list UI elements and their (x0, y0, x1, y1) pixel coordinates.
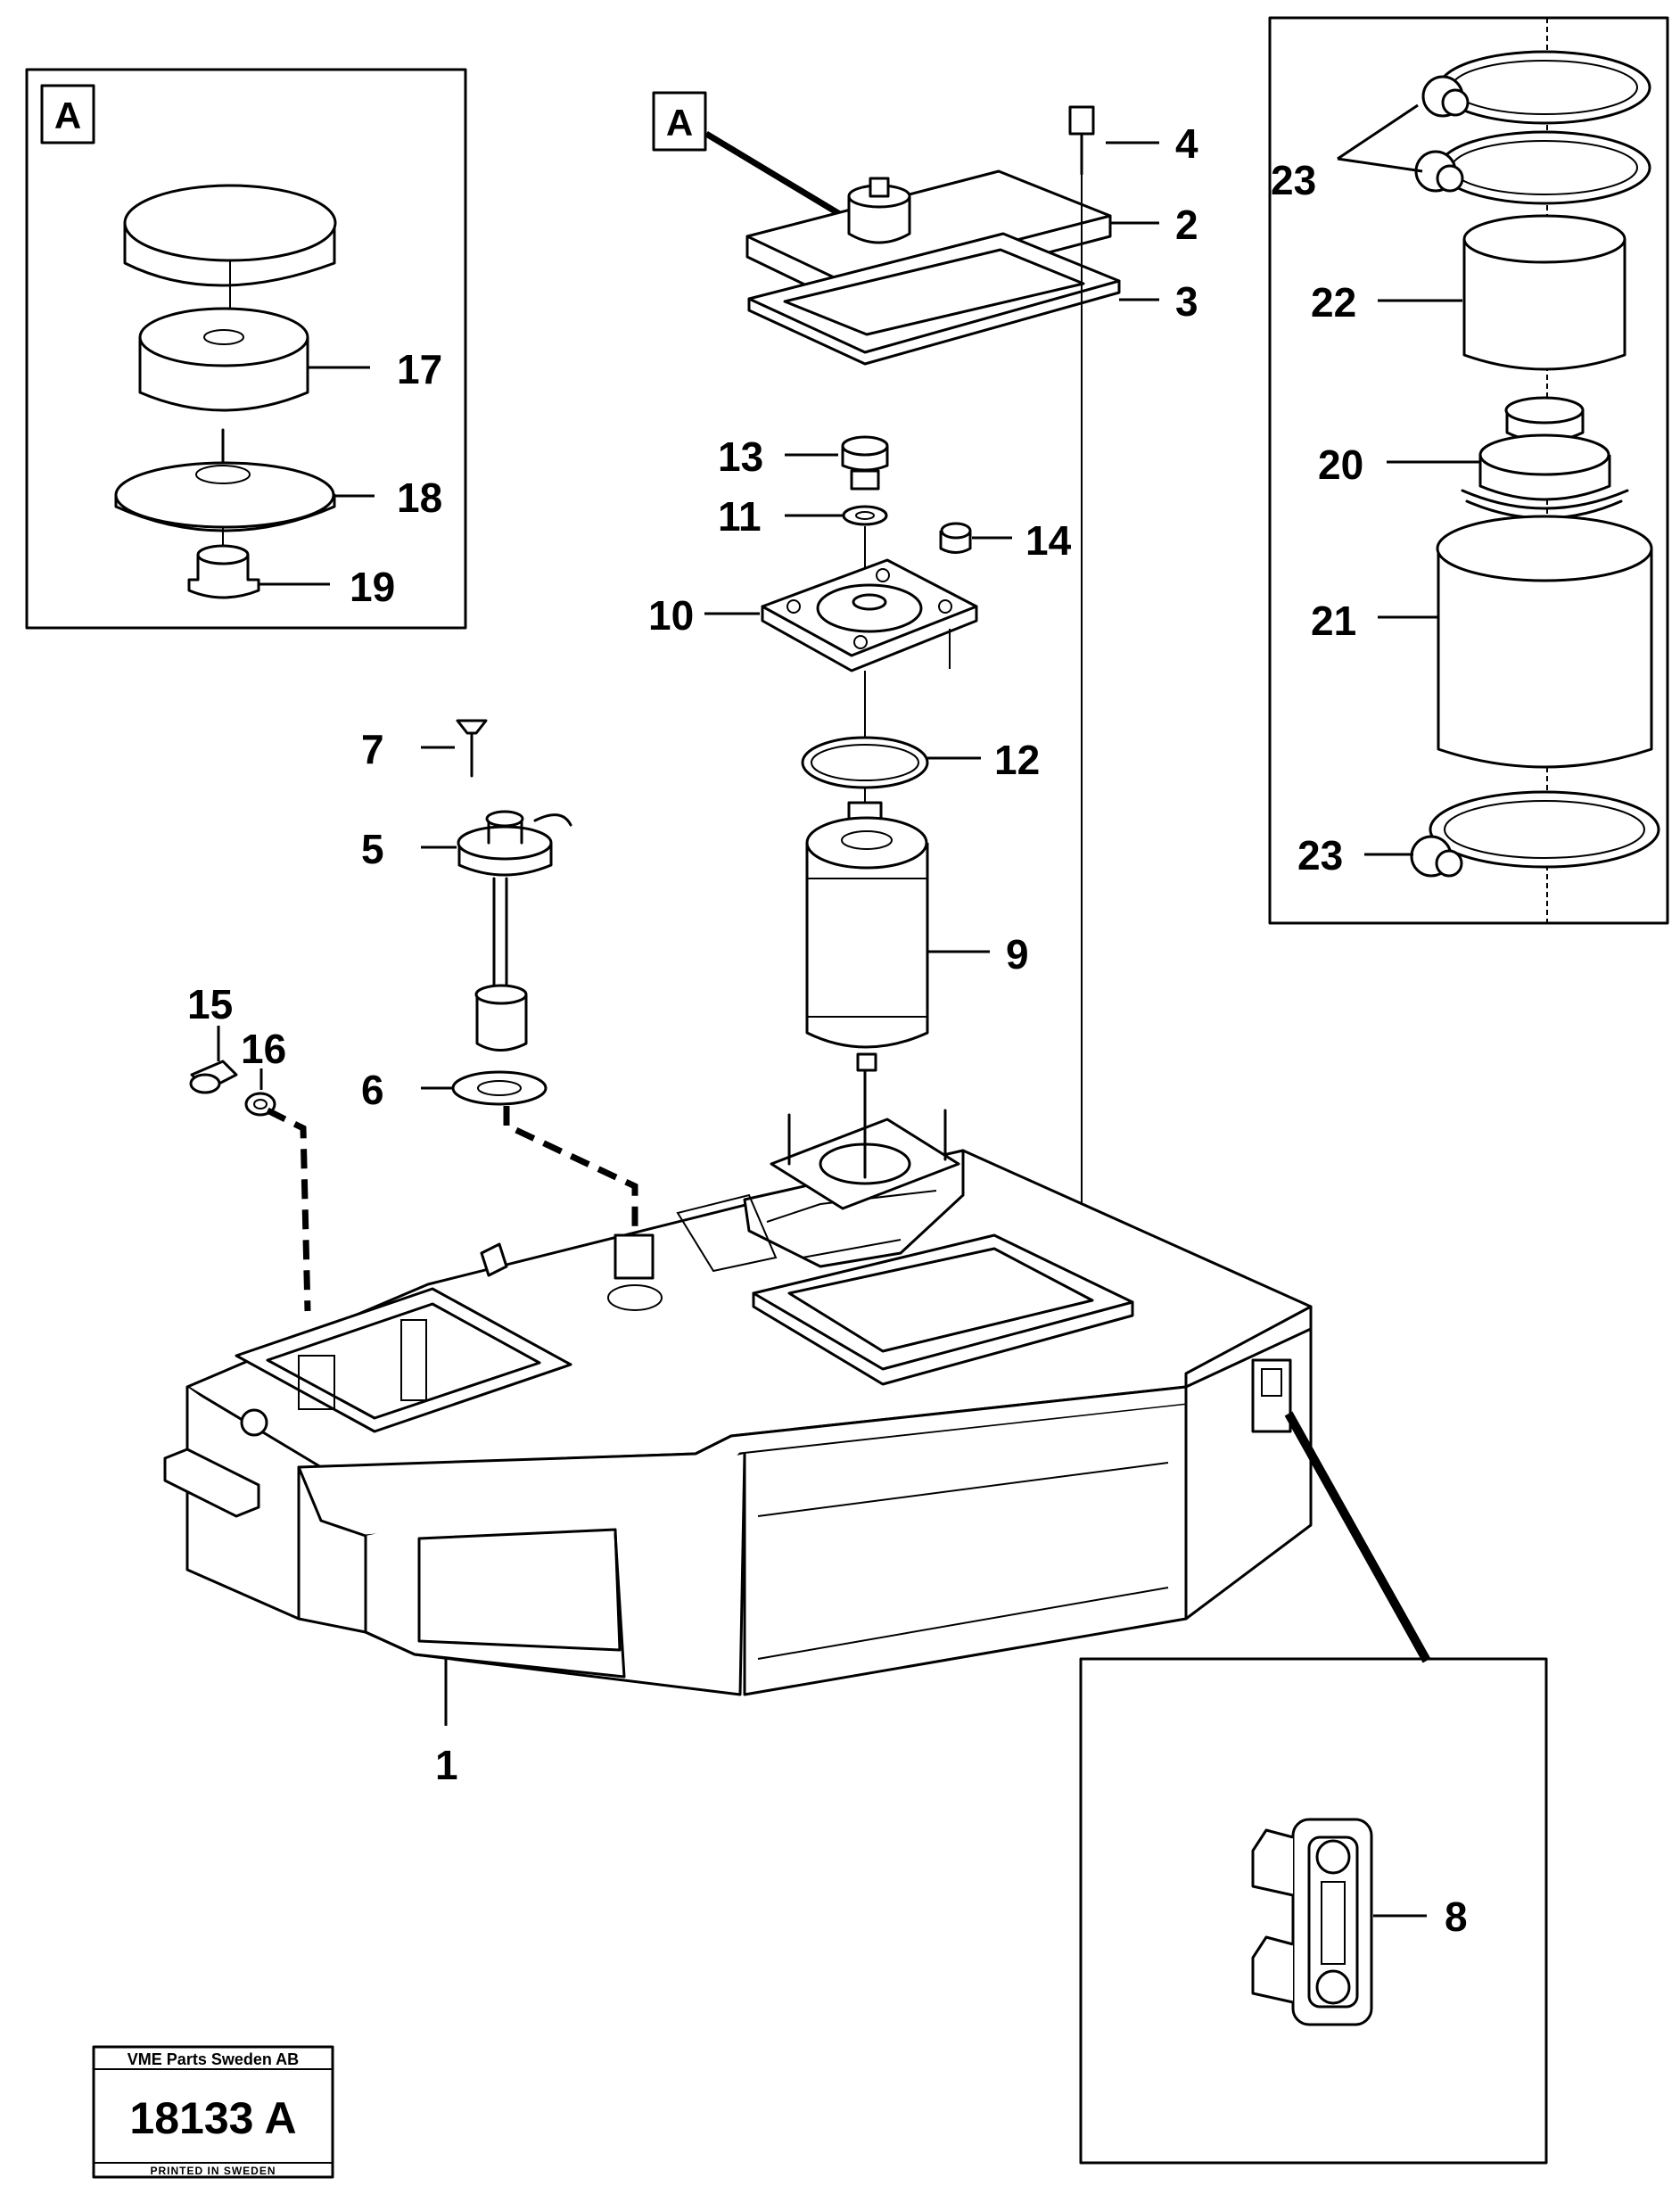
part-11-washer (842, 505, 888, 526)
label-part-5: 5 (361, 826, 384, 872)
label-part-17: 17 (397, 346, 442, 392)
label-part-15: 15 (187, 981, 233, 1027)
label-part-3: 3 (1175, 278, 1198, 325)
label-part-14: 14 (1025, 517, 1072, 564)
part-23-hose-clamp-lower (1410, 790, 1660, 878)
part-13-plug (841, 435, 889, 491)
part-4-bolt (1068, 105, 1095, 176)
part-23-hose-clamp-upper-2 (1414, 130, 1651, 205)
label-part-23-upper: 23 (1271, 157, 1316, 203)
label-part-8: 8 (1445, 1893, 1468, 1940)
part-16-washer (244, 1092, 276, 1117)
label-part-23-lower: 23 (1297, 832, 1343, 879)
label-part-7: 7 (361, 726, 384, 772)
part-7-screw (456, 719, 488, 778)
label-part-1: 1 (435, 1742, 458, 1788)
stamp-company: VME Parts Sweden AB (128, 2050, 299, 2068)
callout-a-label: A (666, 102, 693, 144)
label-part-19: 19 (350, 564, 395, 610)
label-part-10: 10 (648, 592, 694, 639)
part-1-fuel-tank (163, 1068, 1313, 1696)
detail-box-clamps: 23 22 20 21 23 (1268, 16, 1669, 925)
part-22-hose (1462, 214, 1626, 371)
label-part-16: 16 (241, 1026, 286, 1072)
part-3-gasket (747, 232, 1121, 366)
part-9-filter-cartridge (805, 801, 929, 1072)
label-part-12: 12 (994, 737, 1040, 783)
label-part-18: 18 (397, 474, 442, 521)
label-part-2: 2 (1175, 202, 1198, 248)
part-23-hose-clamp-upper-1 (1421, 50, 1651, 125)
stamp-drawing-number: 18133 A (129, 2093, 296, 2143)
part-20-adapter (1461, 396, 1629, 520)
label-part-20: 20 (1318, 441, 1363, 488)
part-5-fuel-level-sender (457, 810, 572, 1052)
part-17-filter-element (138, 307, 309, 412)
label-part-22: 22 (1311, 279, 1356, 326)
part-8-electrical-connector (1251, 1818, 1373, 2026)
part-6-gasket-ring (451, 1070, 548, 1106)
detail-box-a-label: A (54, 95, 81, 136)
label-part-4: 4 (1175, 120, 1198, 167)
stamp-printed: PRINTED IN SWEDEN (150, 2165, 276, 2177)
label-part-21: 21 (1311, 598, 1356, 644)
part-19-nut (187, 544, 260, 599)
label-part-13: 13 (718, 433, 763, 480)
detail-box-connector: 8 (1079, 1657, 1548, 2165)
part-15-drain-plug (189, 1060, 238, 1094)
part-2-cover-plate (745, 169, 1112, 307)
part-cap (123, 184, 337, 287)
part-12-o-ring (801, 736, 929, 789)
label-part-6: 6 (361, 1067, 384, 1113)
callout-a: A (652, 91, 853, 224)
part-14-nut (939, 522, 972, 554)
label-part-11: 11 (718, 493, 762, 540)
label-part-9: 9 (1006, 931, 1029, 978)
part-21-filter-cylinder (1436, 515, 1653, 769)
detail-box-a: A 17 18 19 (25, 68, 467, 630)
part-10-flange (761, 558, 978, 672)
part-18-base-plate (114, 428, 336, 532)
drawing-stamp: VME Parts Sweden AB 18133 A PRINTED IN S… (92, 2045, 334, 2179)
